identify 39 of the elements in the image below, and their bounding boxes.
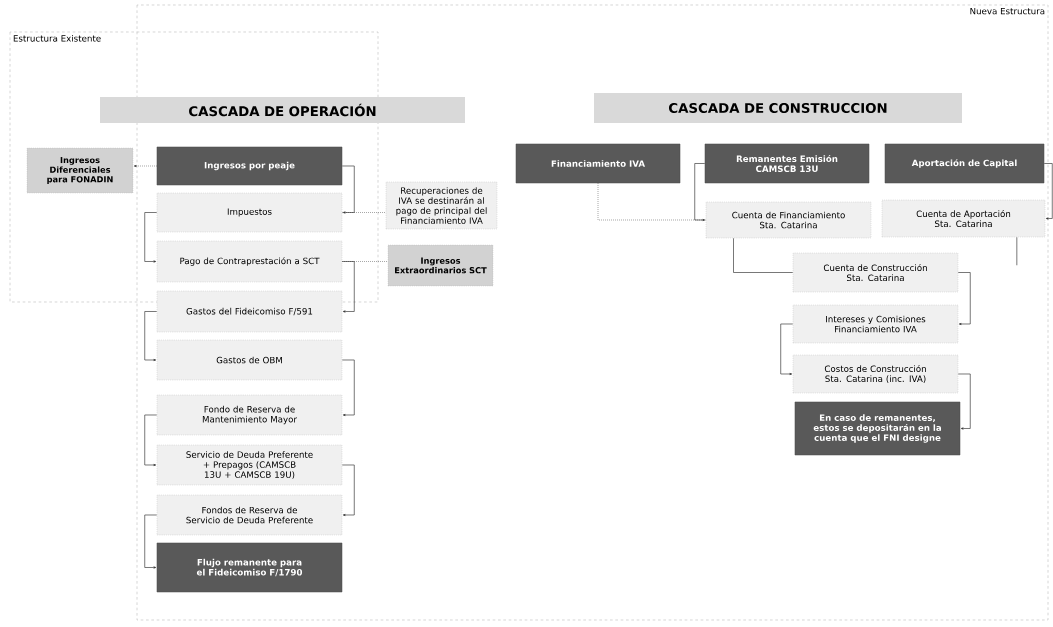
process-box: Cuenta de Construcción Sta. Catarina [792, 252, 959, 293]
process-box: Impuestos [156, 192, 343, 233]
arrow [694, 163, 706, 222]
arrow [144, 514, 158, 569]
process-box: Recuperaciones de IVA se destinarán al pago de principal del Financiamiento IVA [385, 181, 498, 230]
arrow [133, 164, 158, 168]
process-box: Gastos de OBM [156, 339, 343, 381]
process-box: Ingresos por peaje [156, 146, 343, 186]
arrow [144, 212, 158, 263]
region-heading: Nueva Estructura [970, 7, 1045, 15]
arrow [144, 414, 158, 467]
arrow [780, 323, 794, 376]
arrow [957, 373, 971, 430]
title-banner: CASCADA DE CONSTRUCCION [594, 93, 962, 123]
arrow [144, 311, 158, 362]
process-box: Gastos del Fideicomiso F/591 [156, 290, 343, 333]
note-box: Ingresos Extraordinarios SCT [387, 244, 494, 287]
process-box: Fondos de Reserva de Servicio de Deuda Preferente [156, 494, 343, 536]
note-box: Ingresos Diferenciales para FONADIN [26, 147, 134, 194]
process-box: Aportación de Capital [884, 143, 1045, 184]
process-box: Cuenta de Financiamiento Sta. Catarina [705, 201, 872, 239]
process-box: Remanentes Emisión CAMSCB 13U [704, 143, 870, 184]
arrow [341, 464, 355, 517]
arrow [341, 165, 355, 214]
arrow [1043, 163, 1053, 220]
arrow [957, 272, 971, 326]
arrow [341, 359, 355, 417]
process-box: Fondo de Reserva de Mantenimiento Mayor [156, 394, 343, 436]
process-box: Intereses y Comisiones Financiamiento IVA [792, 304, 959, 344]
process-box: Servicio de Deuda Preferente + Prepagos (CAMSCB 13U + CAMSCB 19U) [156, 444, 343, 486]
process-box: Cuenta de Aportación Sta. Catarina [881, 199, 1046, 238]
process-box: Pago de Contraprestación a SCT [156, 240, 343, 283]
process-box: Flujo remanente para el Fideicomiso F/1790 [156, 542, 343, 593]
region-heading: Estructura Existente [13, 34, 101, 42]
process-box: Financiamiento IVA [515, 143, 681, 184]
title-banner: CASCADA DE OPERACIÓN [100, 97, 465, 123]
arrow [341, 261, 355, 313]
process-box: En caso de remanentes, estos se depositarán en la cuenta que el FNI designe [794, 401, 961, 456]
process-box: Costos de Construcción Sta. Catarina (inc. IVA) [792, 354, 959, 394]
